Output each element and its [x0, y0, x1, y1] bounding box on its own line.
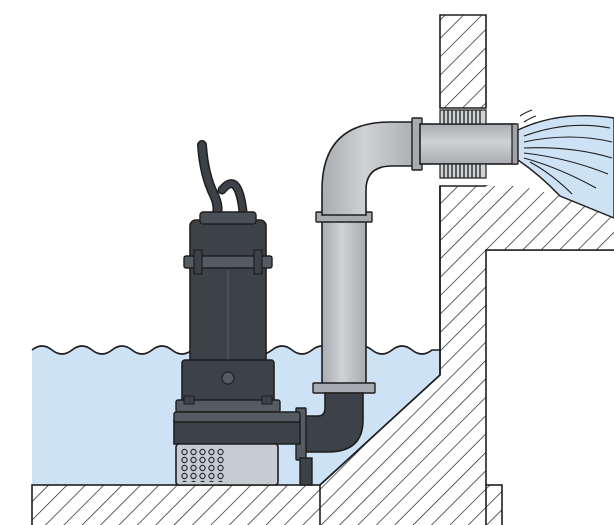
pipe-outlet-lip [512, 124, 518, 164]
riser-flange-bottom [313, 383, 375, 393]
horizontal-pipe [420, 124, 516, 164]
motor-top-cap [200, 212, 256, 224]
volute-base [174, 412, 300, 422]
guide-foot [300, 458, 312, 485]
wall-sleeve-bottom [440, 164, 486, 178]
strainer-holes [180, 448, 225, 482]
riser-pipe [322, 215, 366, 390]
pipe-elbow [322, 122, 418, 215]
pump-volute [174, 420, 300, 444]
concrete-wall [440, 15, 486, 108]
nameplate-bolt [222, 372, 234, 384]
submersible-pump [174, 145, 300, 485]
wall-sleeve-top [440, 110, 486, 124]
